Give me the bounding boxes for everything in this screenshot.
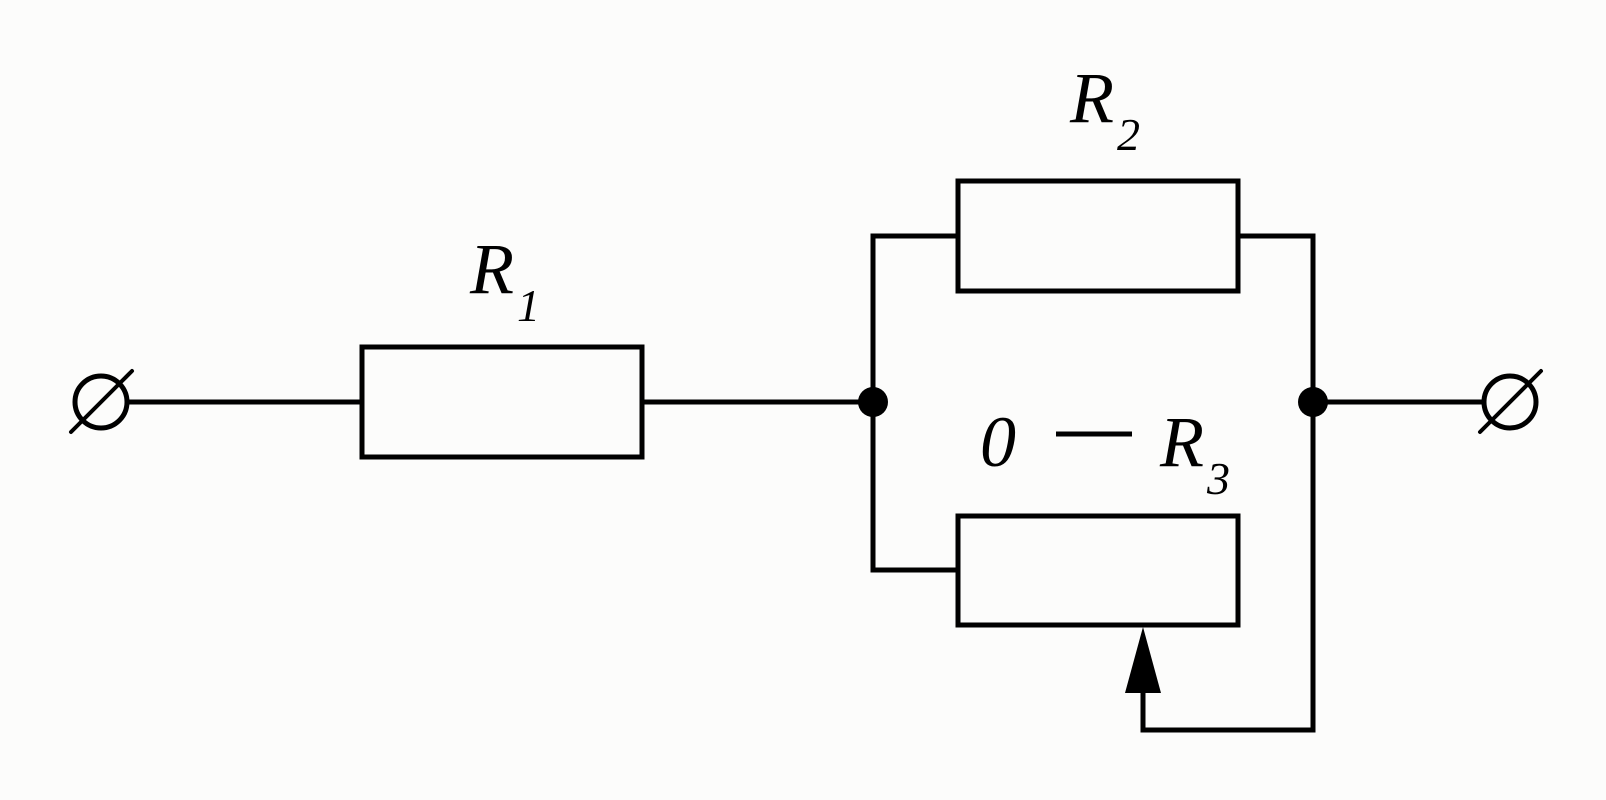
resistor-r1	[359, 344, 645, 460]
output-terminal-ring	[1481, 373, 1539, 431]
wire-r2-to-right-junction	[1238, 233, 1316, 402]
wire-junction-to-r2	[870, 233, 958, 402]
output-terminal	[1478, 369, 1543, 434]
r3-symbol: R	[1159, 402, 1204, 482]
range-start: 0	[980, 402, 1016, 482]
wire-junction-to-r3	[870, 402, 958, 573]
input-terminal-slash	[69, 369, 134, 434]
r2-label: R2	[1069, 58, 1140, 160]
r2-subscript: 2	[1117, 109, 1140, 160]
r1-subscript: 1	[517, 280, 540, 331]
r2-symbol: R	[1069, 58, 1114, 138]
wires	[127, 233, 1484, 733]
r1-symbol: R	[469, 229, 514, 309]
left-junction-node	[858, 387, 888, 417]
r1-label: R1	[469, 229, 540, 331]
r3-range-label: 0 R3	[980, 402, 1230, 504]
resistor-r2	[955, 178, 1241, 294]
r3-label: R3	[1159, 402, 1230, 504]
wire-slider-to-right-junction	[1140, 402, 1316, 733]
resistor-r3	[955, 513, 1241, 628]
r3-subscript: 3	[1206, 453, 1230, 504]
input-terminal-ring	[72, 373, 130, 431]
output-terminal-slash	[1478, 369, 1543, 434]
input-terminal	[69, 369, 134, 434]
slider-arrow-icon	[1125, 627, 1161, 693]
right-junction-node	[1298, 387, 1328, 417]
